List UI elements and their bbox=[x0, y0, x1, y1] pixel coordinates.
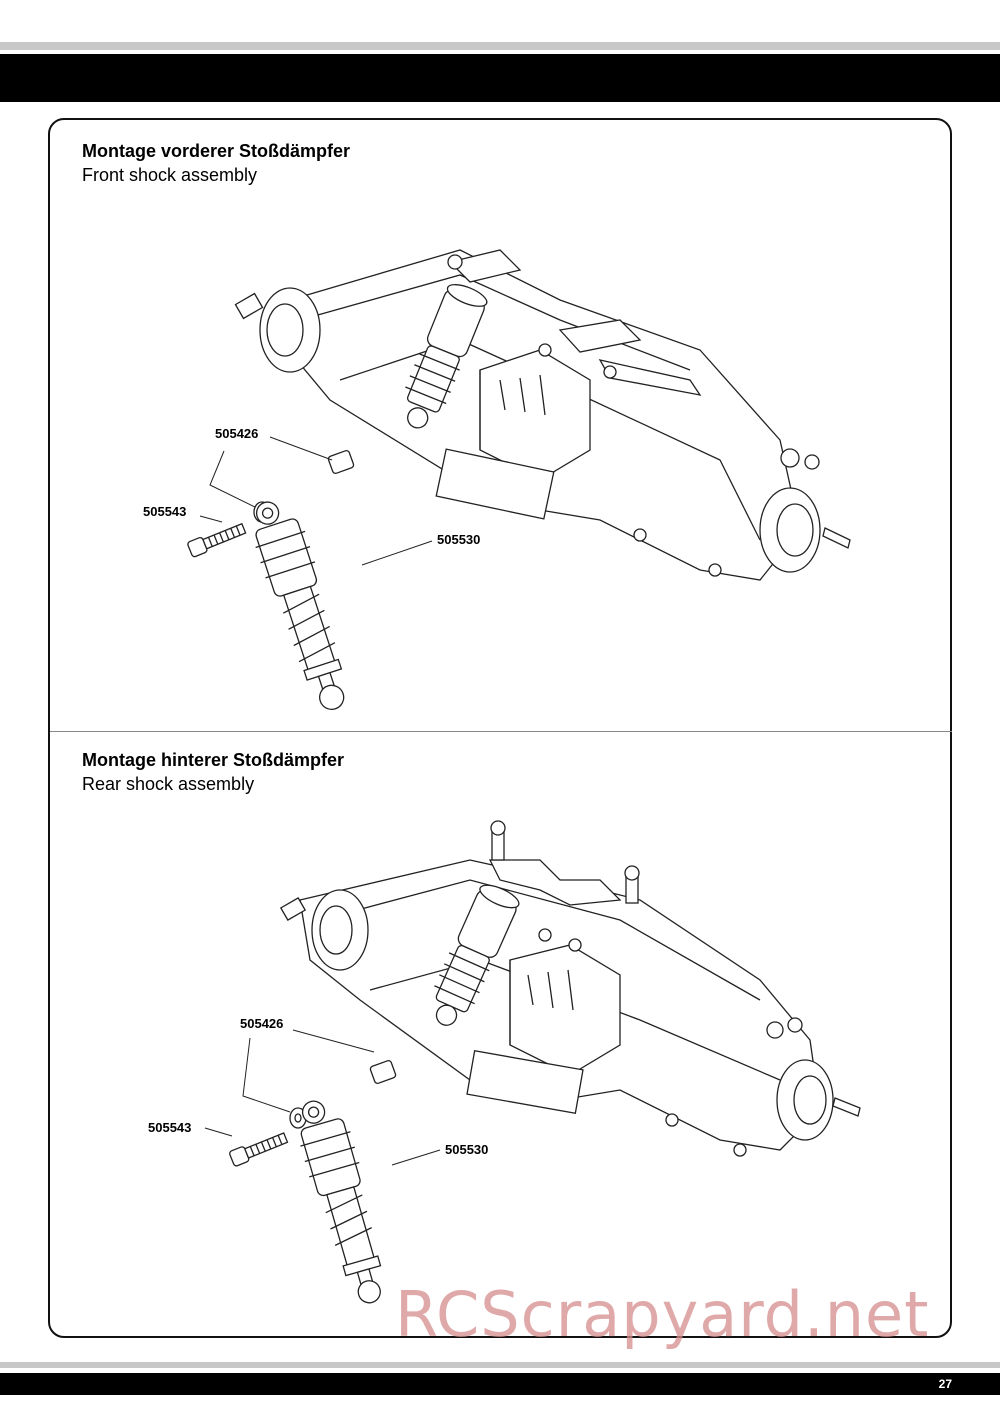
rear-chassis-drawing bbox=[279, 820, 861, 1157]
rear-part-505426-label: 505426 bbox=[240, 1016, 284, 1031]
rear-section-subtitle: Rear shock assembly bbox=[82, 774, 255, 794]
front-part-505543-label: 505543 bbox=[143, 504, 187, 519]
page-number: 27 bbox=[938, 1377, 952, 1391]
watermark-text: RCScrapyard.net bbox=[395, 1278, 930, 1351]
front-exploded-parts bbox=[187, 449, 355, 710]
front-section-title: Montage vorderer Stoßdämpfer bbox=[82, 141, 351, 161]
rear-section-title: Montage hinterer Stoßdämpfer bbox=[82, 750, 345, 770]
front-part-505426-label: 505426 bbox=[215, 426, 259, 441]
front-section-subtitle: Front shock assembly bbox=[82, 165, 258, 185]
rear-part-505530-label: 505530 bbox=[445, 1142, 489, 1157]
content-frame bbox=[48, 118, 952, 1338]
footer-black-bar bbox=[0, 1373, 1000, 1395]
header-grey-stripe bbox=[0, 42, 1000, 50]
footer-grey-stripe bbox=[0, 1362, 1000, 1368]
header-black-bar bbox=[0, 54, 1000, 102]
front-chassis-drawing bbox=[234, 249, 851, 581]
rear-part-505543-label: 505543 bbox=[148, 1120, 192, 1135]
leader-lines bbox=[199, 436, 441, 1166]
section-divider bbox=[50, 731, 952, 732]
front-part-505530-label: 505530 bbox=[437, 532, 481, 547]
rear-exploded-parts bbox=[229, 1059, 397, 1304]
